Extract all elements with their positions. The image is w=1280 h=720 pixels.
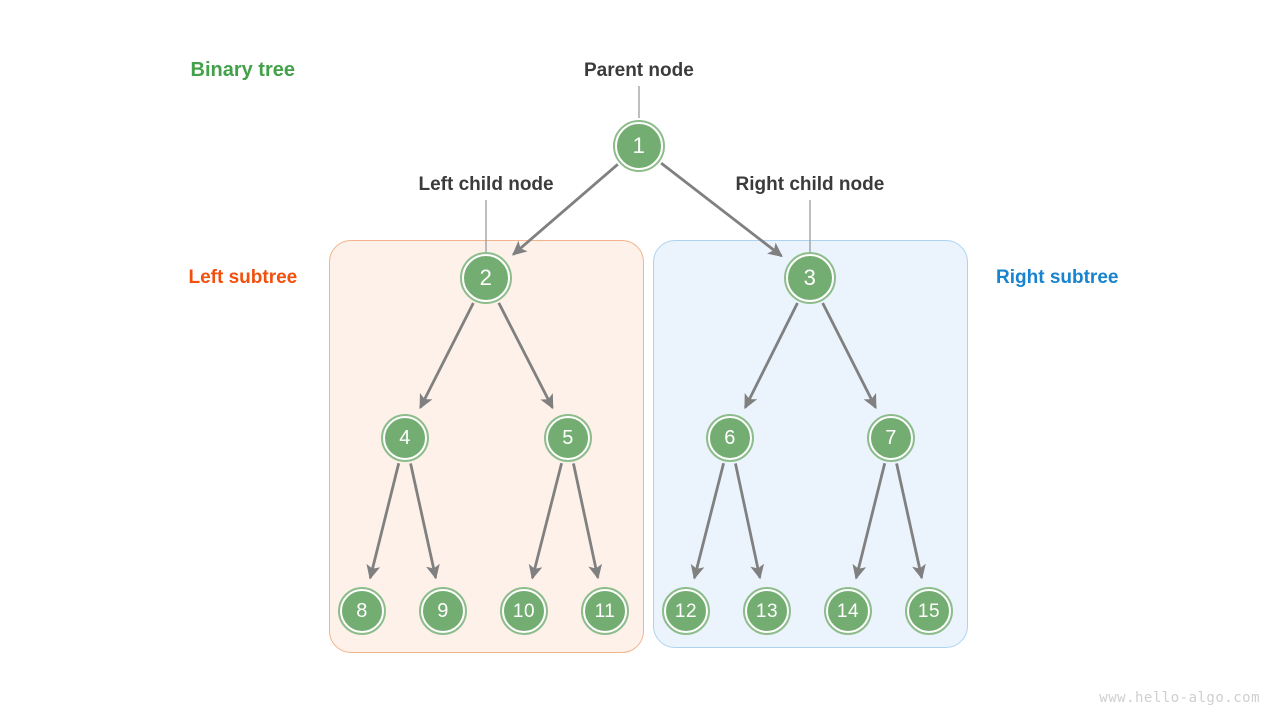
tree-node-2[interactable]: 2 xyxy=(460,252,512,304)
tree-node-3[interactable]: 3 xyxy=(784,252,836,304)
tree-node-label: 3 xyxy=(803,265,817,290)
tree-edge-4-8 xyxy=(366,462,401,580)
tree-node-15[interactable]: 15 xyxy=(905,587,953,635)
tree-node-label: 13 xyxy=(755,600,779,622)
tree-edge-7-14 xyxy=(852,462,887,580)
tree-edge-3-6 xyxy=(743,302,799,410)
left-subtree-panel xyxy=(329,240,644,653)
tree-node-12[interactable]: 12 xyxy=(662,587,710,635)
tree-edge-4-9 xyxy=(409,463,440,580)
tree-node-13[interactable]: 13 xyxy=(743,587,791,635)
tree-edge-6-12 xyxy=(690,462,725,580)
tree-edge-1-3 xyxy=(660,162,783,258)
tree-node-5[interactable]: 5 xyxy=(544,414,592,462)
tree-edge-3-7 xyxy=(821,302,877,410)
tree-edge-2-4 xyxy=(419,302,475,410)
tree-node-label: 14 xyxy=(836,600,860,622)
right-subtree-panel xyxy=(653,240,968,648)
tree-node-14[interactable]: 14 xyxy=(824,587,872,635)
tree-node-label: 12 xyxy=(674,600,698,622)
annotation-left-child-node: Left child node xyxy=(418,174,554,195)
tree-node-label: 1 xyxy=(632,133,646,158)
annotation-parent-node: Parent node xyxy=(584,60,694,81)
tree-node-label: 8 xyxy=(356,600,368,622)
tree-edge-6-13 xyxy=(734,463,765,580)
tree-node-4[interactable]: 4 xyxy=(381,414,429,462)
annotation-right-child-node: Right child node xyxy=(735,174,885,195)
tree-node-label: 2 xyxy=(479,265,493,290)
edges-group xyxy=(366,162,926,580)
tree-node-label: 4 xyxy=(399,427,411,449)
tree-edge-2-5 xyxy=(497,302,554,410)
tree-node-label: 6 xyxy=(724,427,736,449)
tree-node-label: 10 xyxy=(512,600,536,622)
tree-node-9[interactable]: 9 xyxy=(419,587,467,635)
watermark: www.hello-algo.com xyxy=(1099,690,1260,706)
tree-edge-5-11 xyxy=(572,463,603,580)
diagram-title: Binary tree xyxy=(190,59,296,81)
annotation-leader-lines xyxy=(485,86,811,252)
tree-node-label: 11 xyxy=(594,600,616,622)
tree-node-label: 5 xyxy=(562,427,574,449)
tree-node-11[interactable]: 11 xyxy=(581,587,629,635)
label-right-subtree: Right subtree xyxy=(996,267,1119,288)
tree-node-7[interactable]: 7 xyxy=(867,414,915,462)
tree-node-10[interactable]: 10 xyxy=(500,587,548,635)
tree-node-6[interactable]: 6 xyxy=(706,414,754,462)
tree-node-label: 15 xyxy=(917,600,941,622)
tree-node-label: 9 xyxy=(437,600,449,622)
label-left-subtree: Left subtree xyxy=(188,267,298,288)
tree-edge-5-10 xyxy=(528,462,563,580)
tree-node-label: 7 xyxy=(885,427,897,449)
tree-node-8[interactable]: 8 xyxy=(338,587,386,635)
tree-node-1[interactable]: 1 xyxy=(613,120,665,172)
tree-edge-1-2 xyxy=(511,163,619,256)
tree-edge-7-15 xyxy=(895,463,926,580)
